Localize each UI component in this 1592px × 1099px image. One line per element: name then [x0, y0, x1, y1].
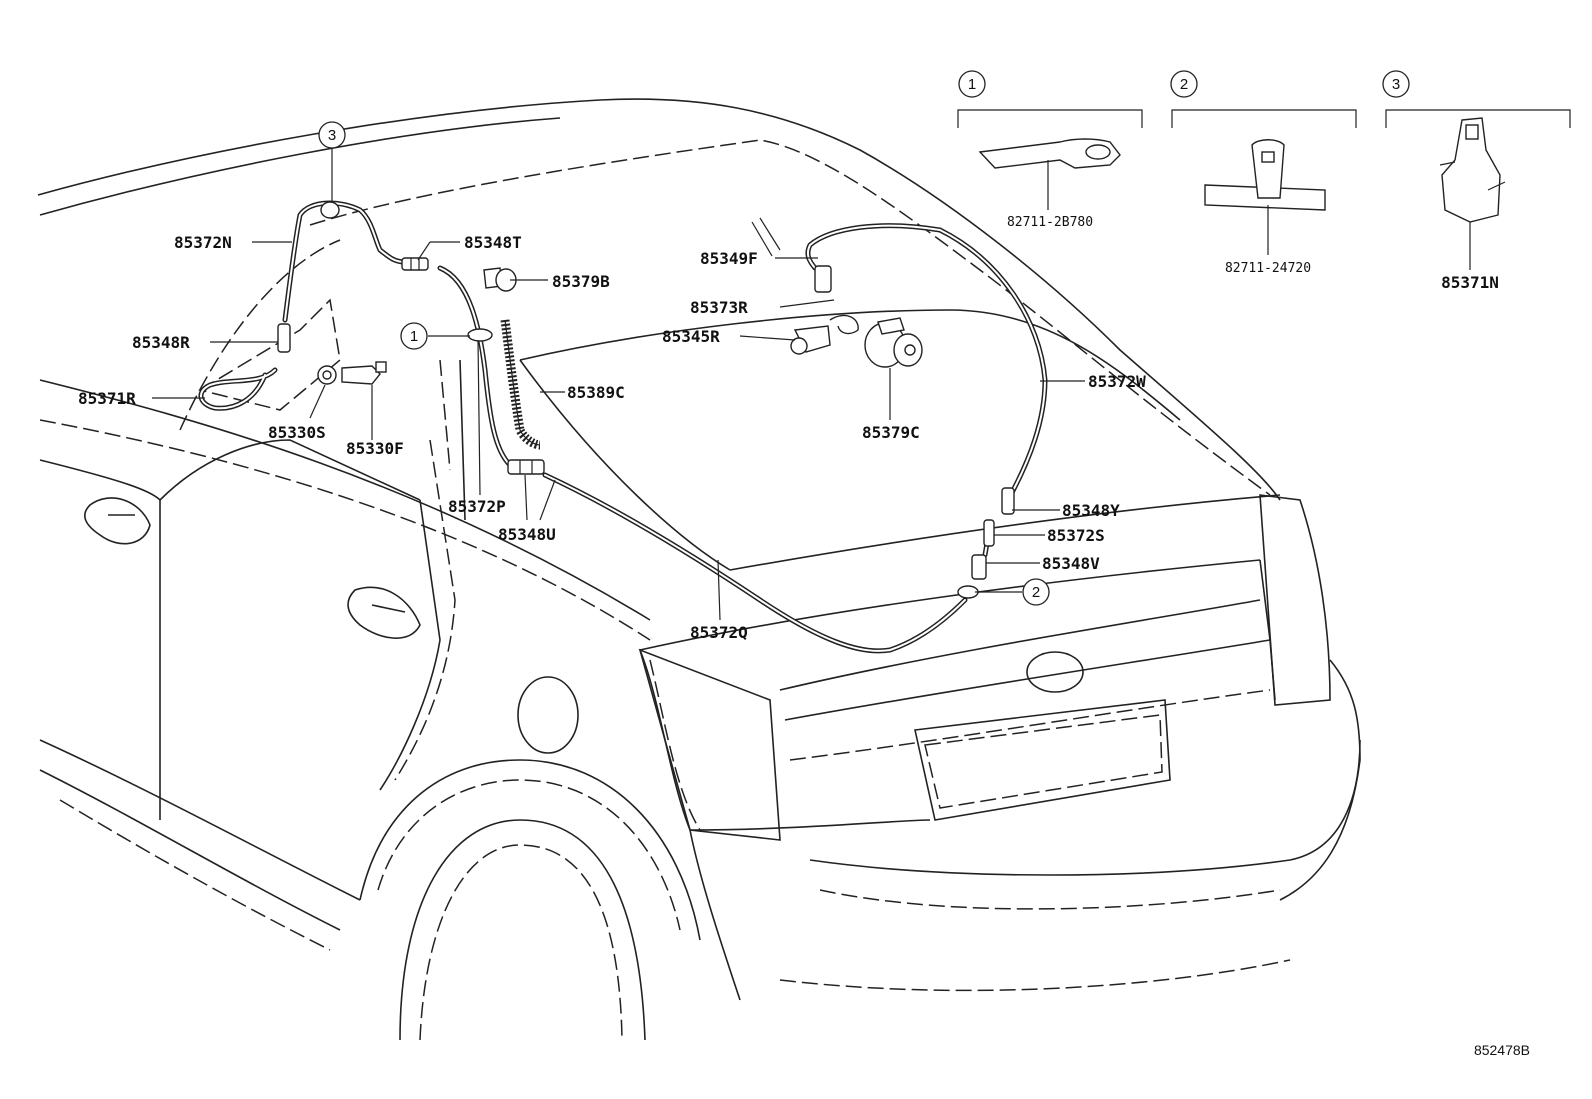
- label-85379C: 85379C: [862, 423, 920, 442]
- leader-lines: [152, 148, 1085, 621]
- inset-one: 1 82711-2B780: [957, 70, 1143, 230]
- label-85379B: 85379B: [552, 272, 610, 291]
- callout-circle-one: 1: [400, 322, 428, 350]
- inset-two: 2 82711-24720: [1170, 70, 1357, 276]
- label-85345R: 85345R: [662, 327, 720, 346]
- callout-one-text: 1: [410, 328, 418, 345]
- label-85348V: 85348V: [1042, 554, 1100, 573]
- callout-circle-two: 2: [1022, 578, 1050, 606]
- inset-two-part-number: 82711-24720: [1225, 261, 1311, 276]
- label-85330F: 85330F: [346, 439, 404, 458]
- label-85372S: 85372S: [1047, 526, 1105, 545]
- label-85372W: 85372W: [1088, 372, 1146, 391]
- label-85348R: 85348R: [132, 333, 190, 352]
- label-85372P: 85372P: [448, 497, 506, 516]
- washer-hose-routing: [198, 200, 1048, 654]
- label-85389C: 85389C: [567, 383, 625, 402]
- label-85348T: 85348T: [464, 233, 522, 252]
- label-85348U: 85348U: [498, 525, 556, 544]
- label-85372Q: 85372Q: [690, 623, 748, 642]
- label-85348Y: 85348Y: [1062, 501, 1120, 520]
- callout-circle-three: 3: [318, 121, 346, 149]
- label-85349F: 85349F: [700, 249, 758, 268]
- car-body-outline: [37, 98, 1361, 1041]
- label-85373R: 85373R: [690, 298, 748, 317]
- inset-one-part-number: 82711-2B780: [1007, 215, 1093, 230]
- corrugated-tube: [500, 319, 541, 450]
- small-components: [277, 201, 1015, 599]
- part-labels: 85372N 85348T 85379B 85348R 85371R 85330…: [78, 233, 1146, 642]
- callout-three-text: 3: [328, 127, 336, 144]
- inset-three-part-number: 85371N: [1441, 273, 1499, 292]
- label-85371R: 85371R: [78, 389, 136, 408]
- diagram-id: 852478B: [1474, 1042, 1530, 1058]
- label-85372N: 85372N: [174, 233, 232, 252]
- inset-one-ref: 1: [968, 76, 976, 93]
- inset-three: 3 85371N: [1382, 70, 1571, 292]
- callout-two-text: 2: [1032, 584, 1040, 601]
- inset-two-ref: 2: [1180, 76, 1188, 93]
- inset-three-ref: 3: [1392, 76, 1400, 93]
- label-85330S: 85330S: [268, 423, 326, 442]
